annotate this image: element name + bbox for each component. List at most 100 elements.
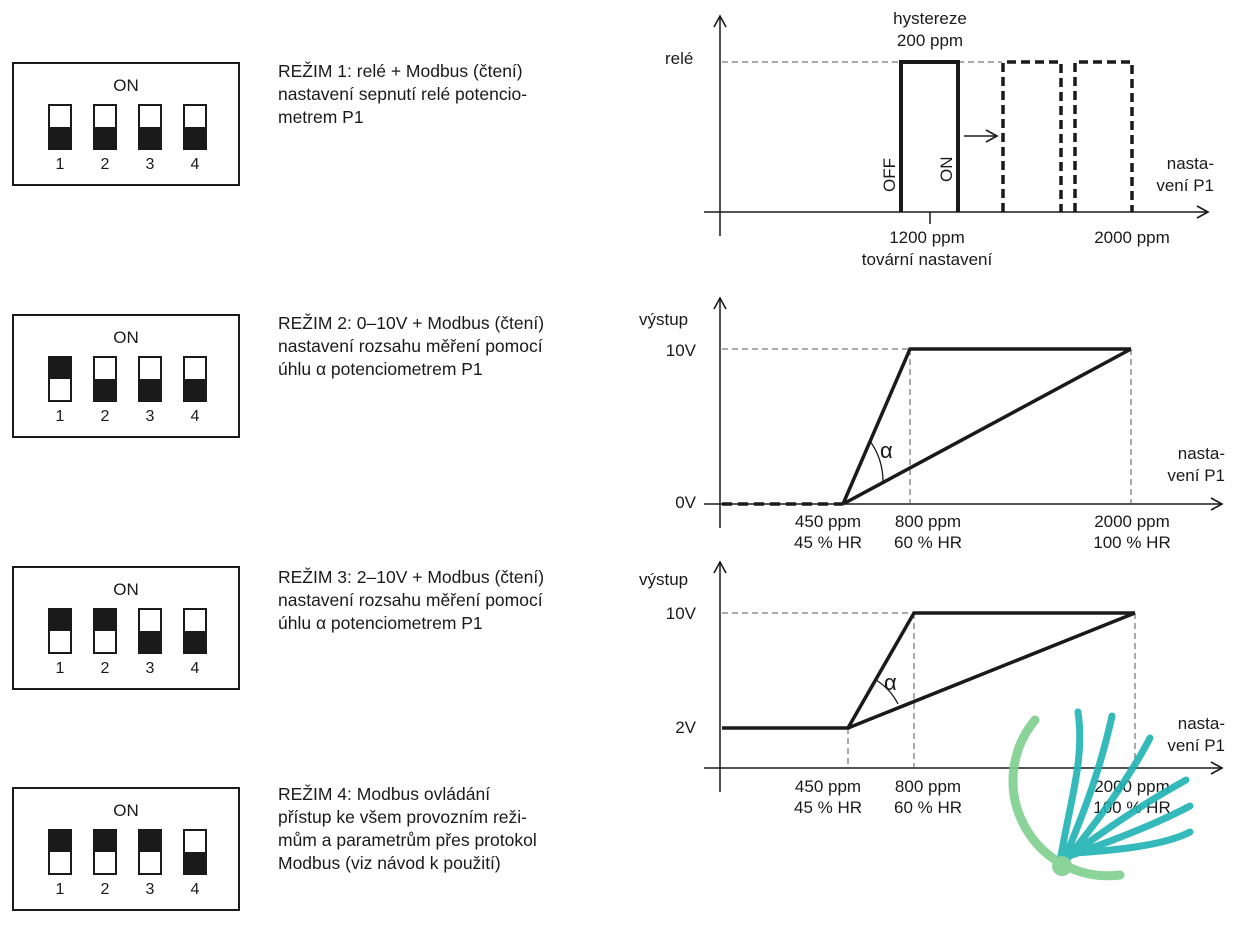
mode-title: REŽIM 4: [278, 784, 352, 804]
x-axis-label-line1: nasta- [1178, 444, 1225, 463]
dip-switch-block: ON 1 2 3 4 [12, 566, 240, 690]
mode-1: ON 1 2 3 4 REŽIM 1: relé + Modbus (čtení… [0, 60, 620, 202]
mode-title: REŽIM 3: [278, 567, 352, 587]
mode-line: úhlu α potenciometrem P1 [278, 359, 483, 379]
dip-number: 3 [145, 660, 155, 677]
dip-switch-4[interactable] [183, 608, 207, 654]
dip-on-label: ON [113, 328, 139, 347]
dip-switch-2[interactable] [93, 356, 117, 402]
mode-description: REŽIM 3: 2–10V + Modbus (čtení) nastaven… [278, 566, 544, 635]
tick-hr: 45 % HR [794, 533, 862, 552]
y-axis-label: výstup [639, 310, 688, 329]
mode-line: přístup ke všem provozním reži- [278, 807, 527, 827]
mode-line: metrem P1 [278, 107, 364, 127]
dip-switch-3[interactable] [138, 829, 162, 875]
mode-line: nastavení rozsahu měření pomocí [278, 336, 543, 356]
relay-pulse-solid [899, 60, 960, 212]
dip-number: 1 [55, 660, 65, 677]
dip-switch-2[interactable] [93, 829, 117, 875]
dip-switch-2[interactable] [93, 104, 117, 150]
dip-on-label: ON [113, 580, 139, 599]
y-tick-label: 0V [675, 493, 696, 512]
mode-title-rest: 2–10V + Modbus (čtení) [356, 567, 545, 587]
tick-ppm: 800 ppm [895, 512, 961, 531]
dip-number: 3 [145, 881, 155, 898]
hysteresis-value: 200 ppm [897, 31, 963, 50]
mode-description: REŽIM 1: relé + Modbus (čtení) nastavení… [278, 60, 527, 129]
dip-number: 2 [100, 881, 110, 898]
mode-line: nastavení rozsahu měření pomocí [278, 590, 543, 610]
alpha-arc [869, 440, 884, 482]
dip-number: 3 [145, 408, 155, 425]
dip-on-label: ON [113, 76, 139, 95]
dip-switch-1[interactable] [48, 104, 72, 150]
tick-ppm: 2000 ppm [1094, 512, 1170, 531]
mode-title: REŽIM 1: [278, 61, 352, 81]
dip-switch-2[interactable] [93, 608, 117, 654]
y-tick-label: 2V [675, 718, 696, 737]
mode-title: REŽIM 2: [278, 313, 352, 333]
x-axis-label-line2: vení P1 [1156, 176, 1214, 195]
tick-label: 2000 ppm [1094, 228, 1170, 247]
relay-pulse-dashed-2 [1073, 60, 1134, 212]
dip-switch-1[interactable] [48, 608, 72, 654]
y-tick-label: 10V [666, 341, 697, 360]
tick-hr: 60 % HR [894, 798, 962, 817]
brand-logo-icon [1008, 708, 1194, 881]
dip-switch-block: ON 1 2 3 4 [12, 314, 240, 438]
relay-pulse-dashed-1 [1001, 60, 1063, 212]
tick-hr: 100 % HR [1093, 533, 1170, 552]
dip-number: 1 [55, 408, 65, 425]
output-steep [722, 611, 1135, 730]
mode-title-rest: 0–10V + Modbus (čtení) [356, 313, 545, 333]
mode-line: Modbus (viz návod k použití) [278, 853, 501, 873]
dip-number: 4 [190, 156, 200, 173]
dip-number: 2 [100, 660, 110, 677]
mode-description: REŽIM 2: 0–10V + Modbus (čtení) nastaven… [278, 312, 544, 381]
x-axis-label-line1: nasta- [1178, 714, 1225, 733]
tick-hr: 45 % HR [794, 798, 862, 817]
y-tick-label: 10V [666, 604, 697, 623]
mode-description: REŽIM 4: Modbus ovládání přístup ke všem… [278, 783, 537, 875]
y-axis-label: relé [665, 49, 693, 68]
y-axis-label: výstup [639, 570, 688, 589]
tick-hr: 60 % HR [894, 533, 962, 552]
dip-switch-3[interactable] [138, 104, 162, 150]
tick-ppm: 450 ppm [795, 512, 861, 531]
dip-switch-4[interactable] [183, 104, 207, 150]
hysteresis-label: hystereze [893, 9, 967, 28]
dip-number: 4 [190, 408, 200, 425]
tick-ppm: 800 ppm [895, 777, 961, 796]
tick-label: 1200 ppm [889, 228, 965, 247]
dip-number: 2 [100, 156, 110, 173]
mode-4: ON 1 2 3 4 REŽIM 4: Modbus ovládání přís… [0, 784, 620, 927]
off-label: OFF [880, 158, 899, 192]
dip-switch-1[interactable] [48, 829, 72, 875]
voltage-graph-0-10v: výstup 10V 0V α nasta- vení P1 450 ppm 4… [639, 296, 1225, 552]
mode-line: mům a parametrům přes protokol [278, 830, 537, 850]
dip-switch-block: ON 1 2 3 4 [12, 787, 240, 911]
mode-3: ON 1 2 3 4 REŽIM 3: 2–10V + Modbus (čten… [0, 566, 620, 706]
x-axis-label-line2: vení P1 [1167, 466, 1225, 485]
dip-switch-4[interactable] [183, 829, 207, 875]
output-steep [841, 347, 1131, 505]
dip-switch-block: ON 1 2 3 4 [12, 62, 240, 186]
output-shallow [842, 347, 1132, 506]
dip-switch-1[interactable] [48, 356, 72, 402]
tick-ppm: 2000 ppm [1094, 777, 1170, 796]
x-axis-label-line1: nasta- [1167, 154, 1214, 173]
dip-switch-4[interactable] [183, 356, 207, 402]
relay-graph: relé hystereze 200 ppm OFF ON nasta- ven… [665, 9, 1214, 269]
dip-number: 4 [190, 881, 200, 898]
dip-switch-3[interactable] [138, 356, 162, 402]
alpha-label: α [884, 670, 897, 695]
x-axis-label-line2: vení P1 [1167, 736, 1225, 755]
mode-line: úhlu α potenciometrem P1 [278, 613, 483, 633]
alpha-arc [875, 679, 899, 705]
tick-ppm: 450 ppm [795, 777, 861, 796]
on-label: ON [937, 157, 956, 183]
dip-switch-3[interactable] [138, 608, 162, 654]
mode-line: nastavení sepnutí relé potencio- [278, 84, 528, 104]
alpha-label: α [880, 438, 893, 463]
